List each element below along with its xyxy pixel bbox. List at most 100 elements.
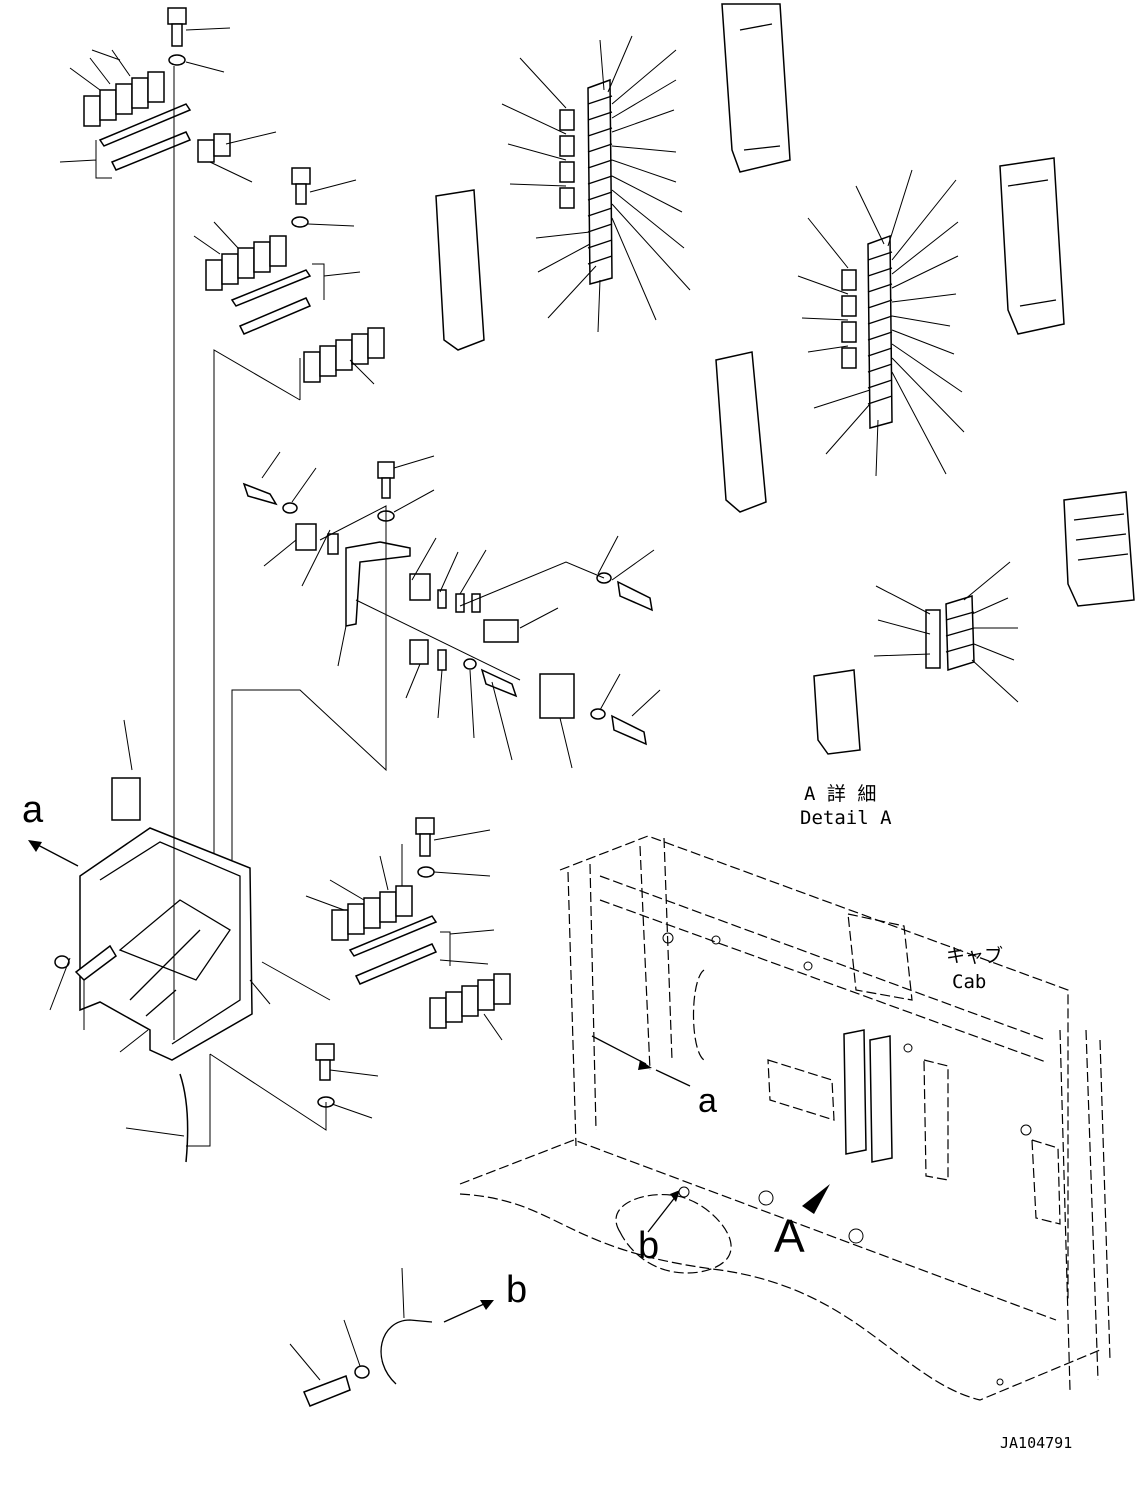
relay: [295, 523, 317, 551]
controller-connector: [869, 1035, 893, 1163]
relay: [205, 259, 223, 291]
washer: [291, 216, 309, 228]
terminal-cap: [559, 135, 575, 157]
connector-housings: [435, 3, 1135, 755]
relay-bracket: [230, 269, 312, 307]
relay: [213, 133, 231, 157]
relay: [269, 235, 287, 267]
bolt-shank: [419, 833, 431, 857]
relay: [351, 333, 369, 365]
detail-a-jp: A 詳 細: [804, 783, 876, 805]
terminal-stack: [945, 594, 975, 672]
relay: [319, 345, 337, 377]
relay-bracket: [354, 943, 438, 985]
relay: [221, 253, 239, 285]
terminal-cap: [841, 269, 857, 291]
relay: [409, 573, 431, 601]
terminal-strip-3: [873, 561, 1019, 703]
connector-housing: [999, 157, 1065, 335]
drawing-number: JA104791: [1000, 1434, 1072, 1452]
ground-cable: [380, 1319, 433, 1385]
clamp: [179, 1073, 189, 1163]
view-a-label: A: [774, 1210, 805, 1262]
relay-group-middle: [231, 451, 661, 860]
relay: [197, 139, 215, 163]
relay-bracket: [110, 131, 192, 171]
relay: [335, 339, 353, 371]
connector-housing: [1063, 491, 1135, 607]
bolt-shank: [171, 23, 183, 47]
relay: [429, 997, 447, 1029]
relay-group-top: [59, 7, 277, 183]
relay: [115, 83, 133, 115]
relay-group-lower: [186, 817, 511, 1147]
relay: [347, 903, 365, 935]
relay: [303, 351, 321, 383]
bolt-head: [315, 1043, 335, 1061]
connector-housing: [435, 189, 485, 351]
washer: [354, 1365, 370, 1379]
bolt-shank: [319, 1059, 331, 1081]
relay: [493, 973, 511, 1005]
relay-bracket-main: [49, 66, 271, 1163]
relay: [461, 985, 479, 1017]
cab-label-jp: キャブ: [946, 944, 1003, 967]
relay: [483, 619, 519, 643]
bolt: [74, 944, 117, 981]
terminal-cap: [559, 161, 575, 183]
relay: [409, 639, 429, 665]
controller-connector: [843, 1029, 867, 1155]
terminal: [455, 593, 465, 613]
terminal-stack: [867, 234, 893, 429]
relay: [379, 891, 397, 923]
arrow-b-label-cable: b: [506, 1269, 527, 1311]
cab-outline: [459, 835, 1111, 1401]
relay: [99, 89, 117, 121]
bolt-shank: [381, 477, 391, 499]
relay: [147, 71, 165, 103]
mounting-plate: [345, 541, 411, 627]
relay: [253, 241, 271, 273]
relay: [477, 979, 495, 1011]
terminal: [327, 533, 339, 555]
terminal-cap: [559, 187, 575, 209]
terminal-strip-2: [797, 169, 965, 477]
bolt: [242, 482, 278, 506]
terminal-cap: [841, 347, 857, 369]
relay: [395, 885, 413, 917]
bolt-head: [167, 7, 187, 25]
relay: [363, 897, 381, 929]
terminal-strip-1: [501, 35, 691, 333]
connector-housing: [539, 673, 575, 719]
cab-label-en: Cab: [952, 971, 986, 993]
terminal: [471, 593, 481, 613]
bolt: [303, 1375, 351, 1407]
connector-housing: [721, 3, 791, 173]
relay: [131, 77, 149, 109]
terminal-cap: [841, 295, 857, 317]
terminal-cap: [925, 609, 941, 669]
relay: [445, 991, 463, 1023]
terminal: [437, 589, 447, 609]
washer: [463, 658, 477, 670]
arrow-a-label-cab: a: [698, 1082, 717, 1120]
arrow-a-left-shaft: [35, 843, 79, 867]
relay: [331, 909, 349, 941]
relay-group-upper: [193, 167, 385, 1030]
terminal-cap: [559, 109, 575, 131]
arrow-a-label-left: a: [22, 789, 44, 831]
terminal-cap: [841, 321, 857, 343]
washer: [54, 955, 70, 969]
bracket-frame: [79, 827, 253, 1061]
bolt: [617, 580, 653, 612]
relay: [237, 247, 255, 279]
arrow-a-left-head: [28, 840, 42, 852]
bolt-shank: [295, 183, 307, 205]
relay: [367, 327, 385, 359]
bolt-head: [291, 167, 311, 185]
relay-bracket: [348, 915, 438, 957]
terminal: [437, 649, 447, 671]
bolt: [480, 668, 518, 698]
bolt: [611, 714, 647, 746]
